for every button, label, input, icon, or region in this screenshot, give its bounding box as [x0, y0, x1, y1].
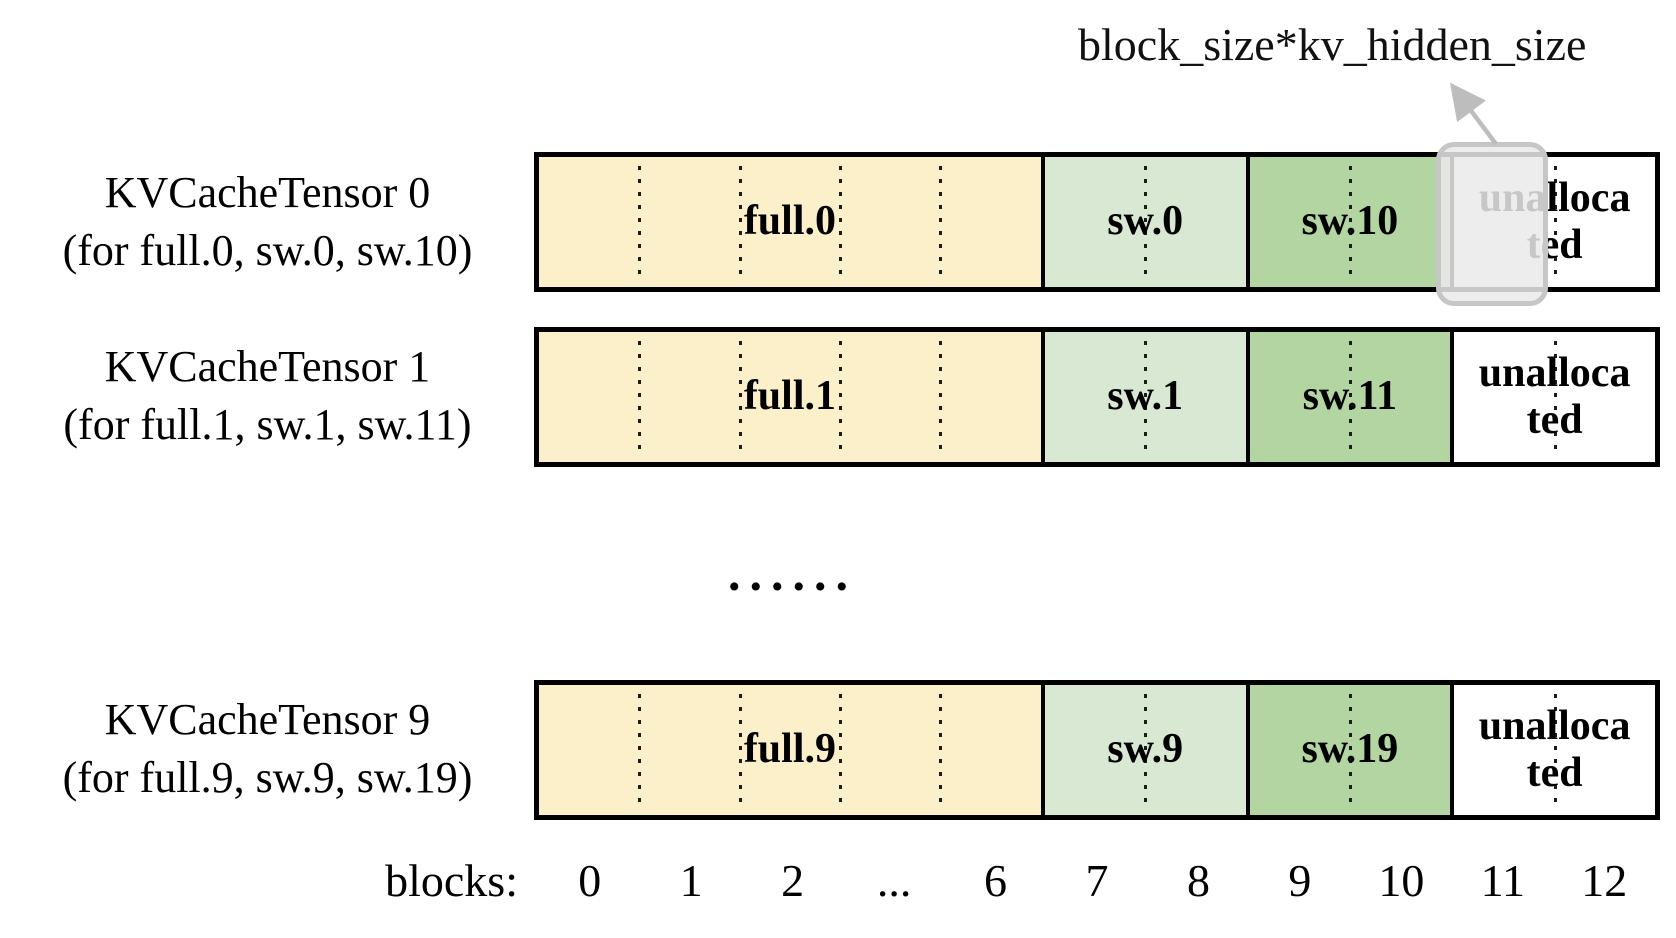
segment-unallocated: unalloca ted [1450, 685, 1655, 815]
segment-unallocated: unalloca ted [1450, 332, 1655, 462]
block-divider [738, 341, 742, 453]
axis-tick-2: 2 [781, 855, 805, 906]
segment-label: unalloca ted [1478, 349, 1631, 443]
segment-label: sw.11 [1302, 373, 1398, 420]
segment-label: sw.0 [1107, 198, 1184, 245]
block-divider [1144, 694, 1148, 806]
block-divider [638, 341, 642, 453]
tensor-bar-tensor-9: full.9 sw.9 sw.19 unalloca ted [534, 680, 1660, 820]
segment-sw-0: sw.0 [1040, 157, 1246, 287]
segment-label: sw.10 [1301, 198, 1399, 245]
axis-tick-6: 8 [1186, 855, 1210, 906]
axis-tick-7: 9 [1288, 855, 1312, 906]
block-divider [1553, 341, 1557, 453]
tensor-name: KVCacheTensor 0 [104, 168, 431, 217]
segment-sw-9: sw.9 [1040, 685, 1246, 815]
segment-label: unalloca ted [1478, 702, 1631, 796]
block-divider [1144, 341, 1148, 453]
block-divider [1553, 166, 1557, 278]
tensor-name: KVCacheTensor 9 [104, 695, 431, 744]
axis-tick-1: 1 [679, 855, 703, 906]
segment-sw-19: sw.19 [1245, 685, 1451, 815]
block-divider [839, 694, 843, 806]
segment-full-0: full.0 [539, 157, 1041, 287]
segment-full-1: full.1 [539, 332, 1041, 462]
axis-tick-5: 7 [1085, 855, 1109, 906]
block-size-highlight-box [1436, 142, 1548, 306]
segment-label: sw.19 [1301, 726, 1399, 773]
tensor-row-label-tensor-0: KVCacheTensor 0 (for full.0, sw.0, sw.10) [15, 164, 520, 280]
tensor-row-label-tensor-1: KVCacheTensor 1 (for full.1, sw.1, sw.11) [15, 338, 520, 454]
block-divider [738, 166, 742, 278]
segment-label: full.0 [743, 198, 836, 245]
axis-tick-10: 12 [1581, 855, 1628, 906]
axis-tick-3: ... [876, 855, 912, 906]
segment-label: sw.1 [1107, 373, 1184, 420]
block-divider [839, 166, 843, 278]
block-divider [1348, 694, 1352, 806]
segment-label: sw.9 [1107, 726, 1184, 773]
tensor-bar-tensor-1: full.1 sw.1 sw.11 unalloca ted [534, 327, 1660, 467]
segment-label: full.9 [743, 726, 836, 773]
axis-tick-8: 10 [1378, 855, 1425, 906]
segment-full-9: full.9 [539, 685, 1041, 815]
axis-tick-4: 6 [984, 855, 1008, 906]
rows-ellipsis: ...... [728, 545, 857, 601]
block-divider [1348, 166, 1352, 278]
segment-sw-1: sw.1 [1040, 332, 1246, 462]
block-size-annotation: block_size*kv_hidden_size [1078, 19, 1587, 70]
segment-sw-11: sw.11 [1245, 332, 1451, 462]
axis-tick-9: 11 [1480, 855, 1525, 906]
tensor-contents: (for full.9, sw.9, sw.19) [62, 753, 473, 802]
tensor-name: KVCacheTensor 1 [104, 342, 431, 391]
tensor-row-label-tensor-9: KVCacheTensor 9 (for full.9, sw.9, sw.19) [15, 691, 520, 807]
block-divider [939, 166, 943, 278]
tensor-contents: (for full.0, sw.0, sw.10) [62, 226, 473, 275]
block-divider [939, 341, 943, 453]
axis-tick-0: 0 [578, 855, 602, 906]
block-divider [939, 694, 943, 806]
tensor-contents: (for full.1, sw.1, sw.11) [63, 400, 472, 449]
block-divider [638, 166, 642, 278]
segment-sw-10: sw.10 [1245, 157, 1451, 287]
axis-label-blocks: blocks: [385, 855, 518, 906]
block-divider [1348, 341, 1352, 453]
block-divider [738, 694, 742, 806]
block-divider [1553, 694, 1557, 806]
segment-label: full.1 [743, 373, 836, 420]
block-divider [839, 341, 843, 453]
block-divider [1144, 166, 1148, 278]
block-divider [638, 694, 642, 806]
annotation-arrow-icon [1449, 82, 1498, 146]
